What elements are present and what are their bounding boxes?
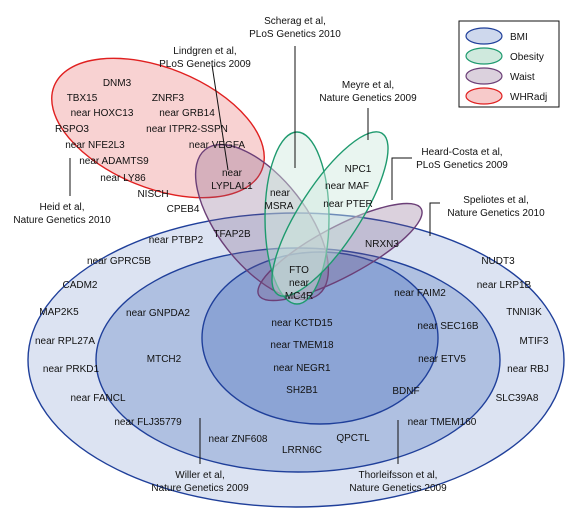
study-label-lindgren-line1: Lindgren et al, [173,46,236,57]
gene-label: near PRKD1 [43,364,100,375]
genes-speliotes: near PTBP2 NUDT3 near GPRC5B near LRP1B … [35,235,549,428]
gene-label: near FANCL [70,393,125,404]
gene-label: DNM3 [103,78,132,89]
study-label-speliotes-line1: Speliotes et al, [463,195,529,206]
gene-label: TFAP2B [213,229,251,240]
gene-label: QPCTL [336,433,370,444]
gene-label: LYPLAL1 [211,181,253,192]
study-label-heid-line2: Nature Genetics 2010 [13,215,111,226]
gene-label: NUDT3 [481,256,515,267]
gene-label: ZNRF3 [152,93,185,104]
gene-label: BDNF [392,386,419,397]
study-label-thorleifsson-line2: Nature Genetics 2009 [349,483,447,494]
gene-label: CADM2 [62,280,97,291]
genes-waist: TFAP2B [213,229,251,240]
leader-lines [69,46,440,464]
gene-label: near NFE2L3 [65,140,125,151]
gene-label: RSPO3 [55,124,89,135]
study-label-scherag-line1: Scherag et al, [264,16,326,27]
legend-label-whradj: WHRadj [510,92,547,103]
gene-label: TBX15 [67,93,98,104]
meyre-ellipse [271,131,389,297]
gene-label: near LRP1B [477,280,532,291]
heid-ellipse [51,57,265,199]
gene-label: LRRN6C [282,445,322,456]
legend: BMI Obesity Waist WHRadj [458,20,560,108]
gene-label: near ITPR2-SSPN [146,124,228,135]
gene-label: near TMEM160 [408,417,477,428]
gene-label: near KCTD15 [271,318,333,329]
study-label-speliotes-line2: Nature Genetics 2010 [447,208,545,219]
gene-label: near GPRC5B [87,256,151,267]
study-label-thorleifsson-line1: Thorleifsson et al, [359,470,438,481]
genes-thorleifsson: near FAIM2 near SEC16B near ETV5 BDNF ne… [336,288,479,444]
gene-label: near RPL27A [35,336,95,347]
gene-label: near ZNF608 [209,434,268,445]
gene-label: FTO [289,265,309,276]
gene-label: near [289,278,310,289]
gene-label: MTCH2 [147,354,182,365]
legend-swatch-waist [465,67,503,85]
gene-label: near NEGR1 [273,363,331,374]
genes-waist-obesity: near MSRA [265,188,294,212]
gene-label: near FAIM2 [394,288,446,299]
gene-label: near PTBP2 [149,235,204,246]
gene-label: near [222,168,243,179]
gene-label: MSRA [265,201,294,212]
genes-waist-bmi: NRXN3 [365,239,399,250]
genes-center: near KCTD15 near TMEM18 near NEGR1 SH2B1 [270,318,334,396]
lindgren-ellipse [194,143,330,301]
gene-label: NPC1 [345,164,372,175]
legend-label-waist: Waist [510,72,535,83]
gene-label: SLC39A8 [496,393,539,404]
gene-label: near HOXC13 [71,108,134,119]
gene-label: NRXN3 [365,239,399,250]
study-label-heard-costa-line1: Heard-Costa et al, [421,147,502,158]
genes-whradj-waist: near LYPLAL1 [211,168,253,192]
gene-label: near [270,188,291,199]
genes-willer: near GNPDA2 MTCH2 near ZNF608 LRRN6C [126,308,322,456]
study-label-meyre-line1: Meyre et al, [342,80,394,91]
gene-label: near GRB14 [159,108,215,119]
gene-label: NISCH [137,189,168,200]
gene-label: MC4R [285,291,313,302]
genes-core: FTO near MC4R [285,265,313,302]
gene-label: near TMEM18 [270,340,334,351]
legend-swatch-bmi [465,27,503,45]
gene-label: SH2B1 [286,385,318,396]
legend-swatch-obesity [465,47,503,65]
gene-label: near PTER [323,199,372,210]
legend-label-bmi: BMI [510,32,528,43]
gene-label: near GNPDA2 [126,308,190,319]
gene-label: near FLJ35779 [114,417,182,428]
gene-label: near LY86 [100,173,146,184]
study-label-willer-line1: Willer et al, [175,470,224,481]
study-label-willer-line2: Nature Genetics 2009 [151,483,249,494]
gene-label: MTIF3 [520,336,549,347]
thorleifsson-ellipse [201,251,439,425]
gene-label: CPEB4 [167,204,200,215]
genes-obesity: NPC1 near MAF near PTER [323,164,372,210]
gene-label: near MAF [325,181,369,192]
study-label-heid-line1: Heid et al, [39,202,84,213]
gene-label: near RBJ [507,364,549,375]
gene-label: near SEC16B [417,321,478,332]
gene-label: near ADAMTS9 [79,156,149,167]
study-label-scherag-line2: PLoS Genetics 2010 [249,29,341,40]
study-label-heard-costa-line2: PLoS Genetics 2009 [416,160,508,171]
legend-label-obesity: Obesity [510,52,544,63]
legend-swatch-whradj [465,87,503,105]
scherag-ellipse [264,131,330,305]
gene-label: MAP2K5 [39,307,79,318]
study-label-meyre-line2: Nature Genetics 2009 [319,93,417,104]
gene-label: near ETV5 [418,354,466,365]
genes-whradj: DNM3 TBX15 ZNRF3 near HOXC13 near GRB14 … [55,78,245,215]
study-labels: Scherag et al, PLoS Genetics 2010 Lindgr… [13,16,545,494]
gene-label: near VEGFA [189,140,245,151]
study-label-lindgren-line2: PLoS Genetics 2009 [159,59,251,70]
gene-label: TNNI3K [506,307,542,318]
